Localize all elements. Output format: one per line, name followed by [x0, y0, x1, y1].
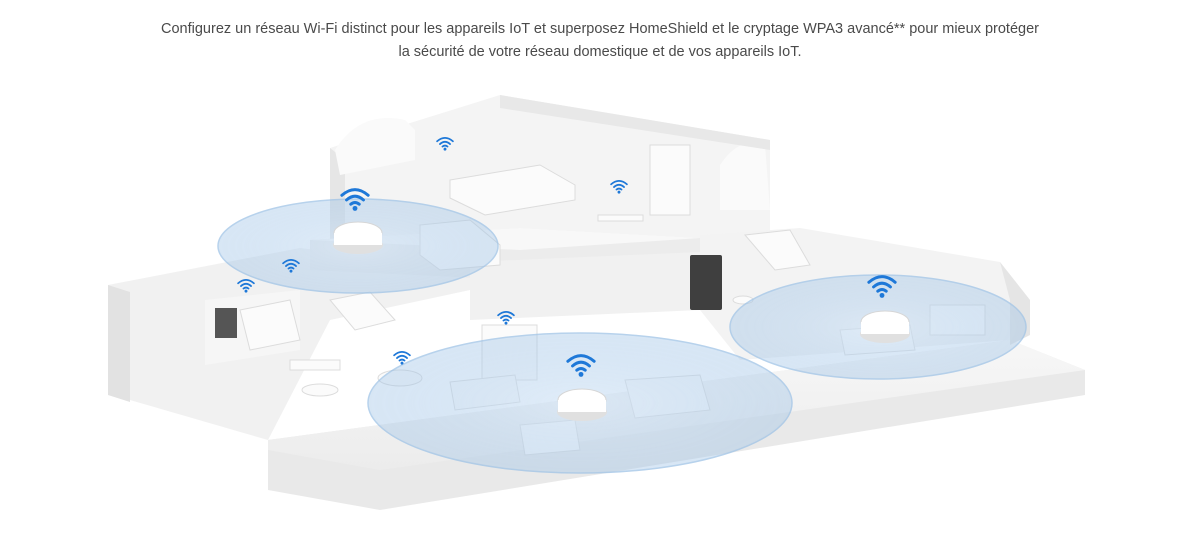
router-right — [860, 310, 910, 343]
mesh-routers — [333, 221, 910, 421]
description: Configurez un réseau Wi-Fi distinct pour… — [0, 18, 1200, 64]
description-line-2: la sécurité de votre réseau domestique e… — [398, 44, 802, 60]
router-living — [557, 388, 607, 421]
description-line-1: Configurez un réseau Wi-Fi distinct pour… — [161, 21, 1039, 37]
router-upper — [333, 221, 383, 254]
